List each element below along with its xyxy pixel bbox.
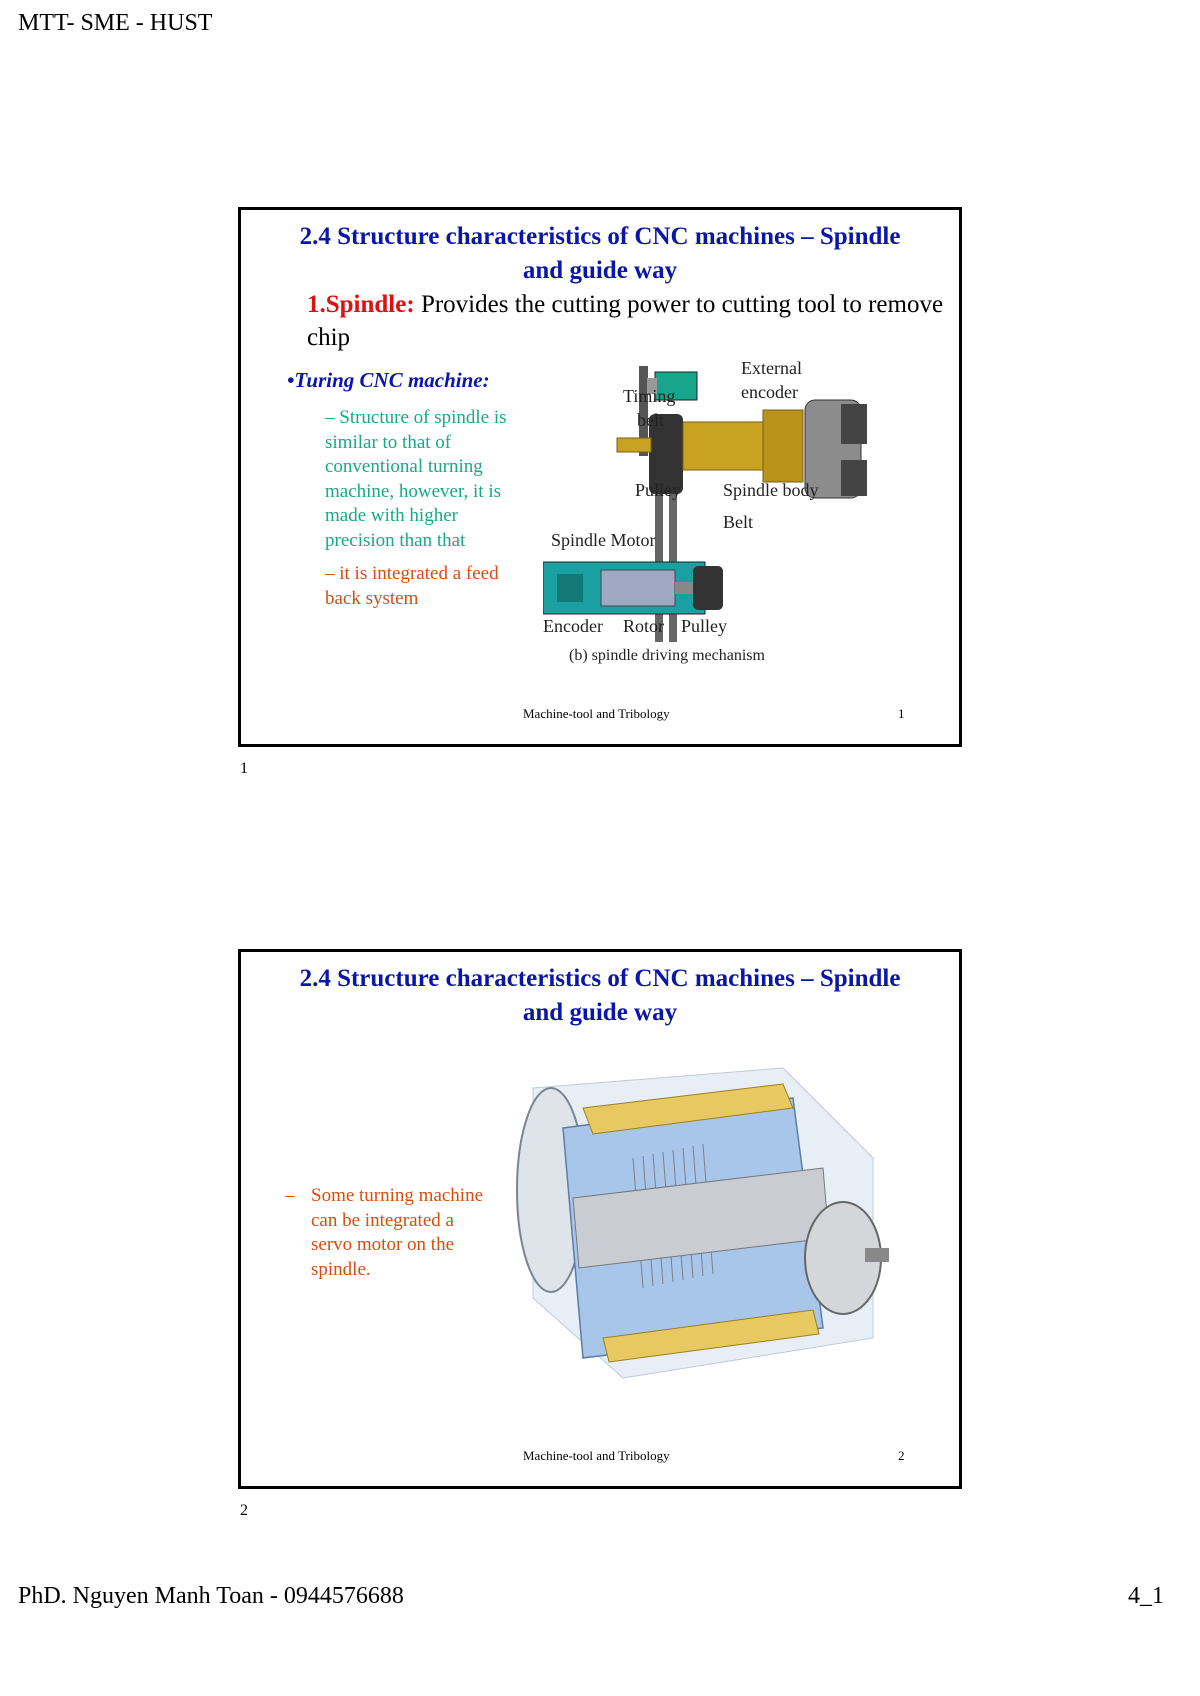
servo-note-text: Some turning machine can be integrated a… xyxy=(311,1185,484,1280)
encoder-shaft-shape xyxy=(647,378,657,394)
label-belt-top: belt xyxy=(637,410,664,430)
slide-title-line-2: and guide way xyxy=(522,999,678,1026)
label-spindle-motor: Spindle Motor xyxy=(551,530,656,550)
slide-title-line-1: 2.4 Structure characteristics of CNC mac… xyxy=(299,965,901,992)
spindle-driving-diagram: External encoder Timing belt Pulley Spin… xyxy=(543,360,867,664)
bottom-pulley-shape xyxy=(693,566,723,610)
page-number: 4_1 xyxy=(1128,1583,1164,1609)
label-spindle-body: Spindle body xyxy=(723,480,819,500)
slide-title: 2.4 Structure characteristics of CNC mac… xyxy=(241,220,959,288)
belt-right-shape xyxy=(669,426,677,642)
label-pulley-top: Pulley xyxy=(635,480,681,500)
slide-footer-number: 2 xyxy=(898,1448,905,1463)
label-external: External xyxy=(741,360,802,378)
author-footer: PhD. Nguyen Manh Toan - 0944576688 xyxy=(18,1583,404,1609)
slide-2: 2.4 Structure characteristics of CNC mac… xyxy=(238,949,962,1489)
label-timing: Timing xyxy=(623,386,675,406)
spindle-flange-shape xyxy=(762,409,804,483)
chuck-jaw-bottom-shape xyxy=(841,460,867,496)
servo-note-dash: – xyxy=(285,1185,295,1206)
servo-note: – Some turning machine can be integrated… xyxy=(285,1184,485,1282)
spindle-heading: 1.Spindle: xyxy=(307,291,415,318)
label-pulley-bottom: Pulley xyxy=(681,616,727,636)
label-belt: Belt xyxy=(723,512,753,532)
slide-title-line-1: 2.4 Structure characteristics of CNC mac… xyxy=(299,223,901,250)
label-encoder-bottom: Encoder xyxy=(543,616,603,636)
motor-encoder-shape xyxy=(557,574,583,602)
spindle-structure-note: – Structure of spindle is similar to tha… xyxy=(325,407,507,551)
spindle-description: Provides the cutting power to cutting to… xyxy=(307,291,944,351)
slide-footer-text: Machine-tool and Tribology xyxy=(523,706,670,721)
slide-title: 2.4 Structure characteristics of CNC mac… xyxy=(241,962,959,1030)
chuck-jaw-shape xyxy=(865,1248,889,1262)
diagram-caption: (b) spindle driving mechanism xyxy=(569,647,766,664)
slide-footer-text: Machine-tool and Tribology xyxy=(523,1448,670,1463)
spindle-shaft-left-shape xyxy=(616,437,652,453)
slide-footer-number: 1 xyxy=(898,706,905,721)
frame-bottom-shape xyxy=(602,1309,820,1363)
timing-belt-shape xyxy=(639,366,648,456)
turning-heading: •Turing CNC machine: xyxy=(287,368,490,392)
chuck-jaw-top-shape xyxy=(841,404,867,444)
slide-title-line-2: and guide way xyxy=(522,257,678,284)
belt-left-shape xyxy=(655,426,663,642)
slide-1-index: 1 xyxy=(240,760,248,777)
external-encoder-shape xyxy=(654,371,698,401)
slide-2-index: 2 xyxy=(240,1502,248,1519)
label-rotor: Rotor xyxy=(623,616,664,636)
top-pulley-shape xyxy=(649,414,683,494)
motor-rotor-shape xyxy=(600,569,676,607)
label-encoder: encoder xyxy=(741,382,798,402)
feedback-note: – it is integrated a feed back system xyxy=(325,563,499,609)
spindle-servo-illustration xyxy=(516,1067,889,1379)
page-header: MTT- SME - HUST xyxy=(18,10,213,36)
spindle-definition: 1.Spindle: Provides the cutting power to… xyxy=(307,288,947,354)
frame-top-shape xyxy=(582,1083,794,1135)
slide-1: 2.4 Structure characteristics of CNC mac… xyxy=(238,207,962,747)
